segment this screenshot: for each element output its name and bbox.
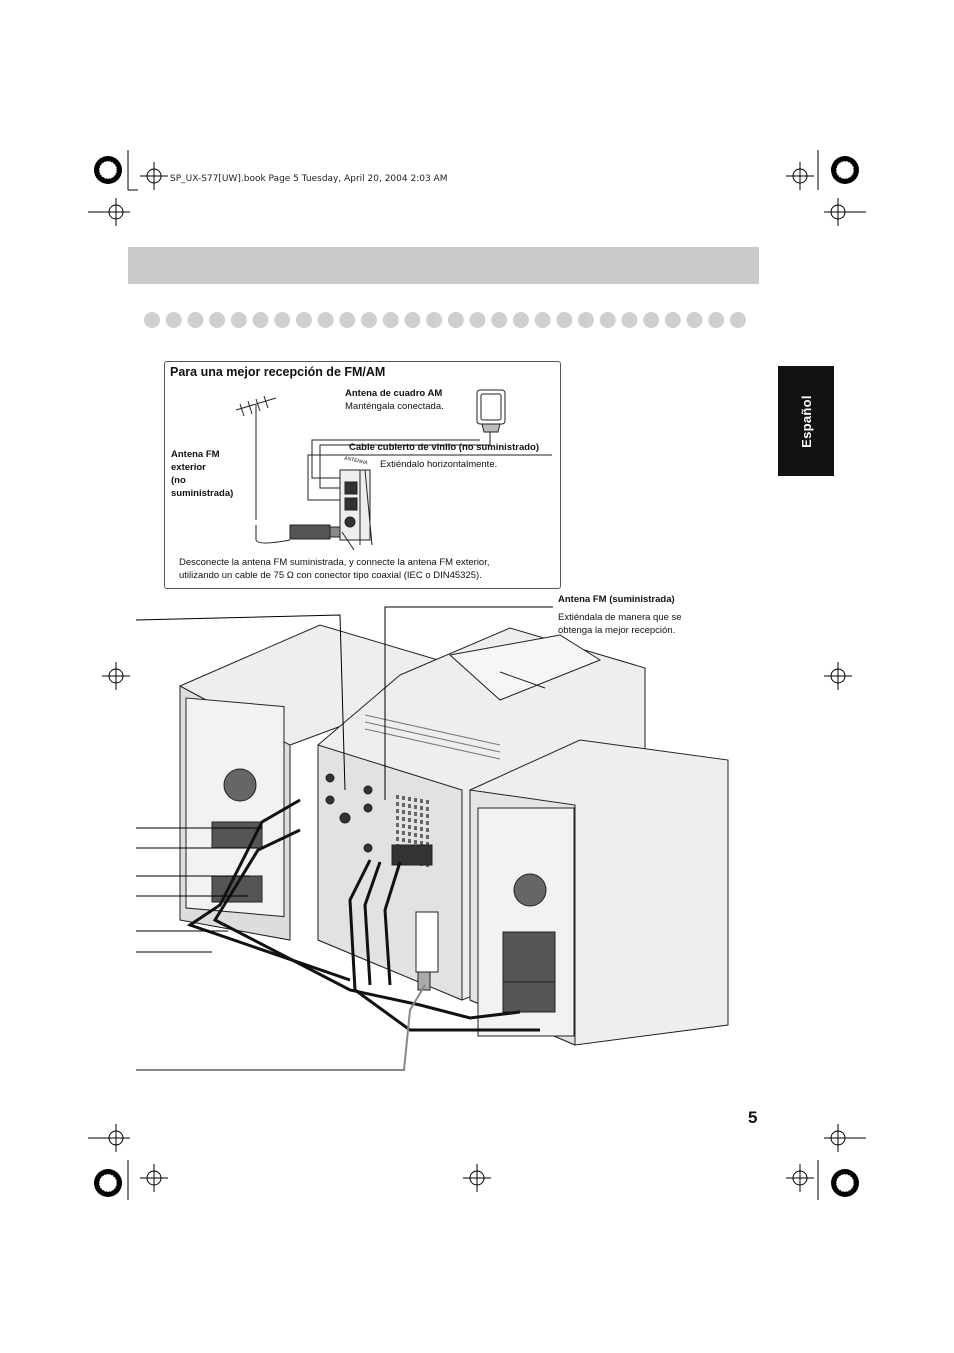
- divider-dot: [295, 312, 312, 328]
- divider-dot: [426, 312, 443, 328]
- divider-dot: [274, 312, 291, 328]
- divider-dot: [144, 312, 160, 328]
- divider-dot: [382, 312, 399, 328]
- instruction-line-1: Desconecte la antena FM suministrada, y …: [179, 557, 490, 568]
- divider-dot: [729, 312, 746, 328]
- language-tab-label: Español: [798, 394, 814, 448]
- divider-dot: [599, 312, 616, 328]
- divider-dot: [165, 312, 182, 328]
- divider-dot: [578, 312, 594, 328]
- divider-dot: [512, 312, 529, 328]
- divider-dot: [534, 312, 551, 328]
- page-number: 5: [748, 1108, 758, 1127]
- divider-dot: [317, 312, 334, 328]
- divider-dot: [643, 312, 660, 328]
- am-loop-text: Manténgala conectada.: [345, 401, 444, 412]
- header-file-info: SP_UX-S77[UW].book Page 5 Tuesday, April…: [170, 174, 448, 184]
- fm-outdoor-label: Antena FM exterior (no suministrada): [171, 448, 233, 500]
- divider-dot: [686, 312, 703, 328]
- language-tab: Español: [778, 366, 834, 476]
- divider-dot: [447, 312, 464, 328]
- fm-supplied-text-1: Extiéndala de manera que se: [558, 612, 682, 623]
- divider-dot: [252, 312, 269, 328]
- inset-title: Para una mejor recepción de FM/AM: [170, 365, 386, 379]
- divider-dot: [621, 312, 638, 328]
- title-band: [128, 247, 759, 284]
- fm-outdoor-line: suministrada): [171, 488, 234, 499]
- fm-outdoor-line: Antena FM: [171, 449, 220, 460]
- divider-dot: [556, 312, 573, 328]
- dot-divider: [144, 312, 746, 328]
- vinyl-cable-title: Cable cubierto de vinilo (no suministrad…: [349, 442, 540, 453]
- fm-outdoor-line: exterior: [171, 462, 206, 473]
- divider-dot: [664, 312, 681, 328]
- divider-dot: [339, 312, 356, 328]
- divider-dot: [469, 312, 486, 328]
- divider-dot: [708, 312, 725, 328]
- divider-dot: [361, 312, 377, 328]
- am-loop-title: Antena de cuadro AM: [345, 388, 443, 399]
- fm-supplied-title: Antena FM (suministrada): [558, 594, 675, 605]
- divider-dot: [209, 312, 226, 328]
- fm-outdoor-line: (no: [171, 475, 186, 486]
- divider-dot: [491, 312, 508, 328]
- vinyl-cable-text: Extiéndalo horizontalmente.: [380, 459, 498, 470]
- fm-supplied-text-2: obtenga la mejor recepción.: [558, 625, 676, 636]
- instruction-line-2: utilizando un cable de 75 Ω con conector…: [179, 570, 482, 581]
- divider-dot: [187, 312, 204, 328]
- divider-dot: [404, 312, 421, 328]
- divider-dot: [230, 312, 247, 328]
